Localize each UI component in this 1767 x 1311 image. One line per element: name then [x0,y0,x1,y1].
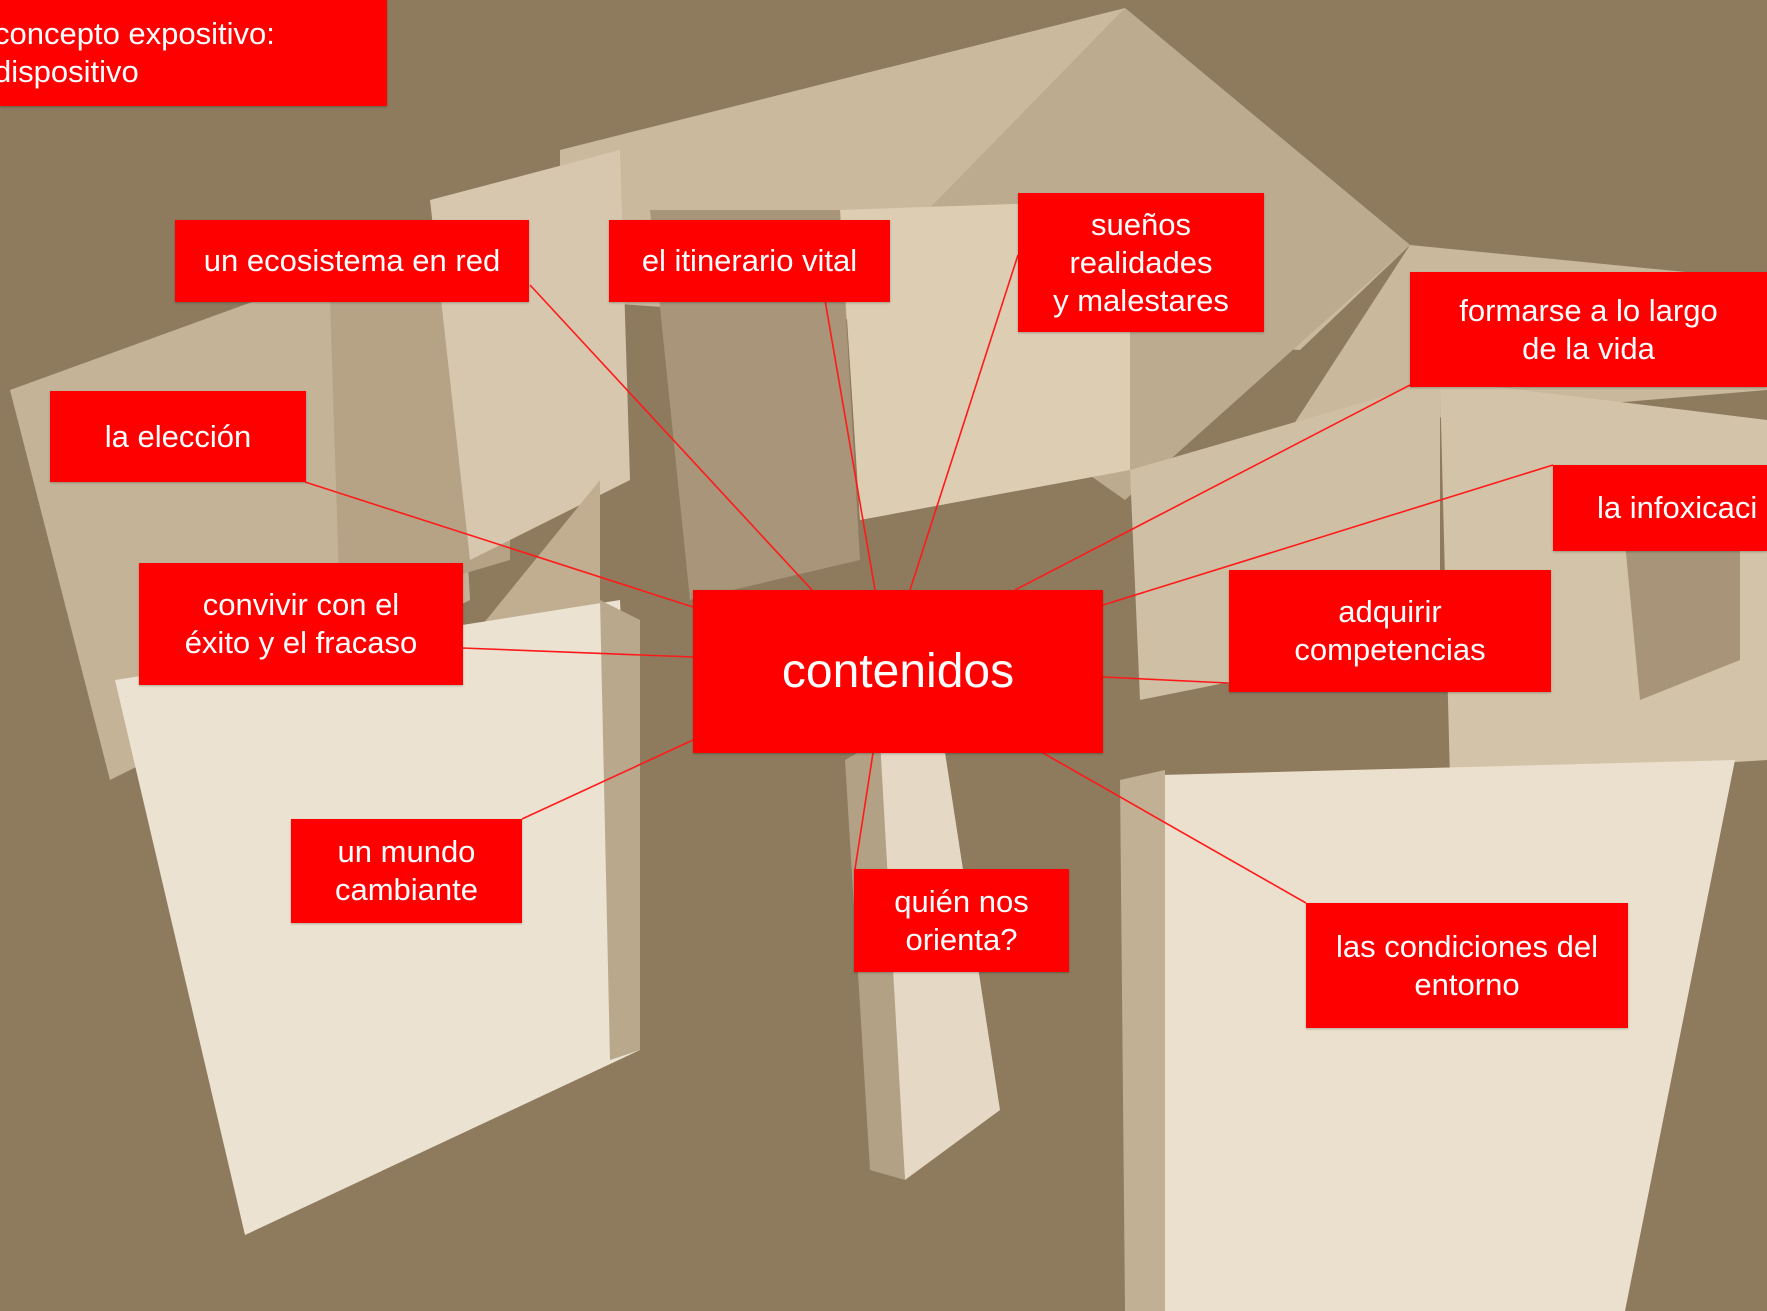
node-label: la elección [104,418,252,454]
node-label-line: convivir con el [202,587,400,622]
connector-line [304,481,694,608]
node-quien: quién nos orienta? [854,869,1069,972]
connector-line [1042,752,1307,904]
node-label-line: de la vida [1522,330,1655,366]
node-eleccion: la elección [50,391,306,482]
header-line-1: concepto expositivo: [0,16,275,51]
node-condiciones: las condiciones del entorno [1306,903,1628,1028]
node-label-line: competencias [1294,632,1486,667]
connector-line [461,647,694,658]
node-label: un ecosistema en red [203,243,501,278]
model-wall-panel [1120,770,1165,1311]
node-formarse: formarse a lo largo de la vida [1410,272,1767,387]
connector-line [529,284,813,591]
model-wall-panel [1160,760,1735,1311]
node-label-line: quién nos [894,883,1029,919]
node-ecosistema: un ecosistema en red [175,220,529,302]
node-infoxicacion: la infoxicaci [1553,465,1767,551]
node-label-line: realidades [1069,244,1213,280]
node-label-line: cambiante [334,872,479,907]
node-mundo: un mundo cambiante [291,819,522,923]
node-itinerario: el itinerario vital [609,220,890,302]
node-label-line: un mundo [337,834,476,869]
model-wall-panel [650,210,860,600]
node-label-line: orienta? [905,921,1018,957]
connector-line [854,752,874,870]
node-label-line: éxito y el fracaso [184,625,418,660]
connector-line [1102,464,1554,606]
node-label-line: adquirir [1338,594,1442,629]
connector-line [824,299,876,591]
node-label-line: y malestares [1053,282,1229,318]
node-adquirir: adquirir competencias [1229,570,1551,692]
node-convivir: convivir con el éxito y el fracaso [139,563,463,685]
header-line-2: dispositivo [0,54,139,89]
node-label-line: entorno [1414,966,1520,1002]
node-label: la infoxicaci [1597,490,1758,525]
connector-line [909,254,1019,591]
node-label-line: las condiciones del [1336,928,1598,964]
connector-line [521,739,694,820]
node-label-line: sueños [1091,206,1191,242]
connector-line [1102,676,1229,684]
node-label-line: formarse a lo largo [1459,292,1718,328]
center-label: contenidos [781,644,1015,698]
model-wall-panel [600,600,640,1060]
center-node: contenidos [693,590,1103,753]
header-label: concepto expositivo: dispositivo [0,0,387,106]
node-label: el itinerario vital [641,243,858,278]
node-suenos: sueños realidades y malestares [1018,193,1264,332]
connector-line [1014,384,1411,591]
